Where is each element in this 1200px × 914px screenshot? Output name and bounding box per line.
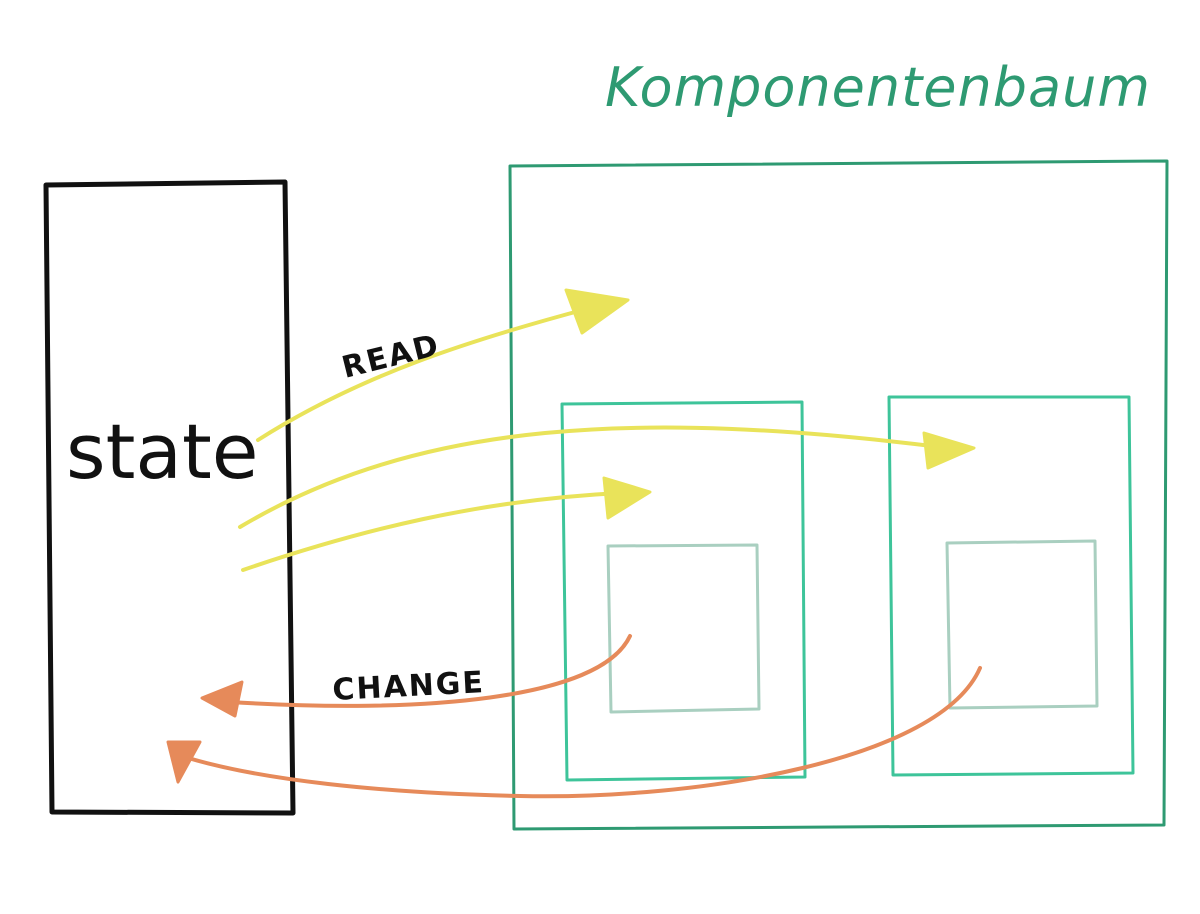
change-arrow-lower bbox=[166, 666, 982, 799]
grandchild-component-right bbox=[945, 539, 1099, 710]
component-tree-box bbox=[508, 159, 1169, 831]
diagram-title: Komponentenbaum bbox=[605, 56, 1151, 119]
state-box bbox=[43, 179, 296, 816]
change-arrow-upper bbox=[200, 634, 632, 718]
change-label: CHANGE bbox=[332, 665, 486, 708]
read-label: READ bbox=[338, 328, 443, 386]
child-component-right bbox=[887, 395, 1135, 777]
read-arrow-middle bbox=[238, 425, 976, 529]
read-arrow-top bbox=[256, 288, 630, 442]
grandchild-component-left bbox=[606, 543, 761, 714]
read-arrow-bottom bbox=[241, 476, 652, 572]
child-component-left bbox=[560, 400, 807, 782]
state-label: state bbox=[66, 407, 259, 496]
